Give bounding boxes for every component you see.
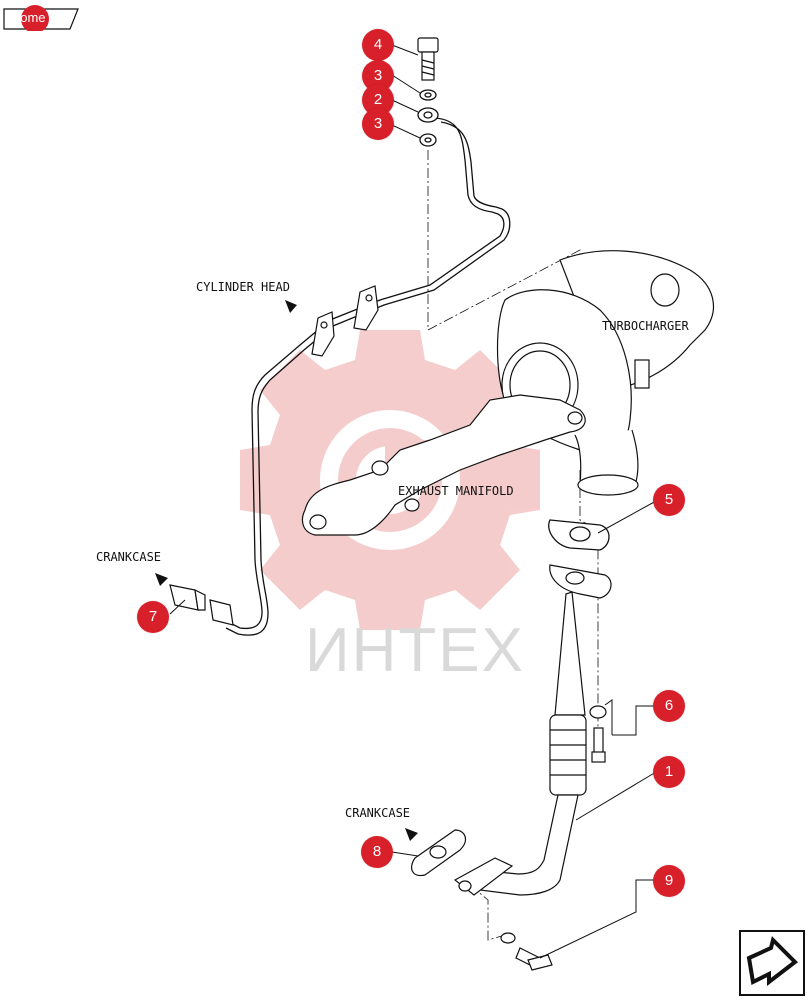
callout-8[interactable]: 8 [361,836,393,868]
callout-4[interactable]: 4 [362,29,394,61]
watermark-text: ИНТЕХ [305,616,525,685]
oil-return-pipe [453,564,612,896]
direction-arrows [155,300,418,841]
cylinder-head-label: CYLINDER HEAD [196,280,290,294]
callout-1[interactable]: 1 [653,756,685,788]
callout-7[interactable]: 7 [137,601,169,633]
crankcase-top-label: CRANKCASE [96,550,162,564]
fitting-7 [169,584,234,626]
callout-9[interactable]: 9 [653,865,685,897]
turbocharger-label: TURBOCHARGER [602,319,689,333]
home-icon [3,5,79,33]
exhaust-manifold [301,394,586,536]
pipe-brackets [311,285,379,357]
crankcase-bottom-label: CRANKCASE [345,806,411,820]
next-page-button[interactable] [739,930,805,996]
callout-3-lower[interactable]: 3 [362,108,394,140]
home-button[interactable]: home [2,3,82,35]
leader-lines [169,44,657,959]
washers [417,89,439,147]
gasket-8 [411,829,467,877]
callout-6[interactable]: 6 [653,690,685,722]
banjo-bolt [417,37,439,81]
exhaust-manifold-label: EXHAUST MANIFOLD [398,484,514,498]
gasket-5 [548,519,610,551]
home-label: home [13,10,46,25]
bolt-9 [500,932,553,971]
callout-5[interactable]: 5 [653,484,685,516]
bolt-6 [589,705,607,763]
next-page-arrow-icon [739,930,805,996]
